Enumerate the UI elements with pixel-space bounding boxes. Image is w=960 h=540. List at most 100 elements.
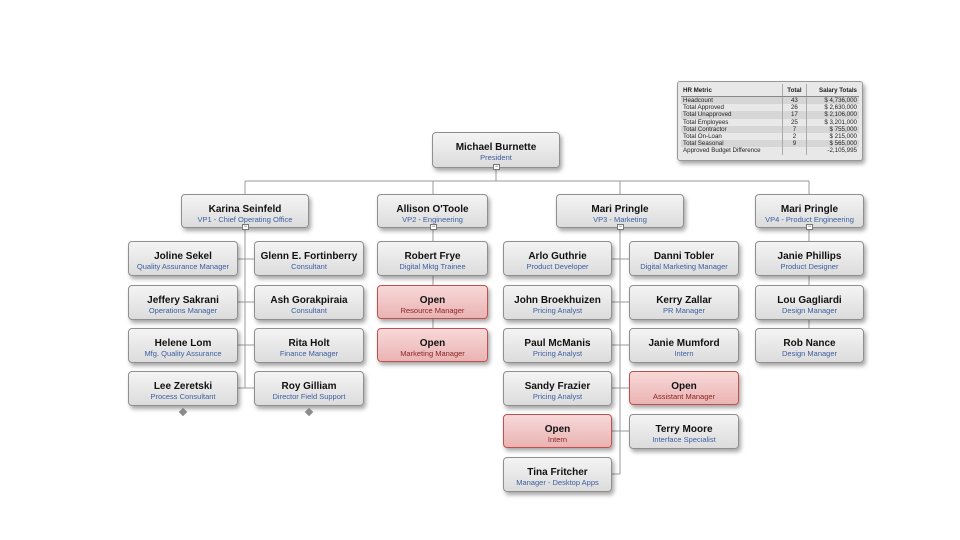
org-node-open[interactable]: Open Intern: [503, 414, 612, 448]
org-node[interactable]: Lee Zeretski Process Consultant: [128, 371, 238, 406]
node-name: Joline Sekel: [154, 251, 212, 262]
node-title: Director Field Support: [272, 392, 346, 401]
org-node[interactable]: Tina Fritcher Manager - Desktop Apps: [503, 457, 612, 492]
node-name: Open: [419, 338, 446, 349]
node-name: Glenn E. Fortinberry: [260, 251, 358, 262]
org-node-vp4[interactable]: Mari Pringle VP4 - Product Engineering: [755, 194, 864, 228]
node-title: Digital Mktg Trainee: [399, 262, 466, 271]
node-name: Mari Pringle: [591, 204, 649, 215]
node-title: Digital Marketing Manager: [640, 262, 728, 271]
node-title: PR Manager: [662, 306, 706, 315]
node-name: Allison O'Toole: [396, 204, 469, 215]
node-title: Operations Manager: [148, 306, 218, 315]
node-name: Lee Zeretski: [153, 381, 213, 392]
hr-cell: $ 2,630,000: [805, 104, 859, 112]
node-name: Helene Lom: [154, 338, 212, 349]
node-name: Danni Tobler: [653, 251, 715, 262]
org-node[interactable]: Arlo Guthrie Product Developer: [503, 241, 612, 276]
hr-cell: $ 215,000: [805, 132, 859, 141]
node-title: Pricing Analyst: [532, 306, 583, 315]
node-title: Mfg. Quality Assurance: [144, 349, 222, 358]
node-title: VP1 - Chief Operating Office: [197, 215, 293, 224]
org-node[interactable]: Rita Holt Finance Manager: [254, 328, 364, 363]
node-name: Lou Gagliardi: [777, 295, 842, 306]
org-node[interactable]: Terry Moore Interface Specialist: [629, 414, 739, 449]
node-title: Product Developer: [526, 262, 589, 271]
hr-cell: Approved Budget Difference: [683, 147, 761, 155]
node-name: Jeffery Sakrani: [147, 295, 219, 306]
collapse-toggle-icon[interactable]: −: [493, 164, 500, 170]
org-node-open[interactable]: Open Marketing Manager: [377, 328, 488, 362]
node-title: President: [480, 153, 512, 162]
node-title: VP2 - Engineering: [402, 215, 463, 224]
node-title: Assistant Manager: [652, 392, 716, 401]
hr-cell: -2,105,995: [805, 147, 859, 155]
org-node[interactable]: John Broekhuizen Pricing Analyst: [503, 285, 612, 320]
node-name: Roy Gilliam: [281, 381, 337, 392]
org-node[interactable]: Jeffery Sakrani Operations Manager: [128, 285, 238, 320]
hr-cell: Total Employees: [683, 118, 729, 126]
node-name: Rob Nance: [783, 338, 836, 349]
hr-cell: 2: [782, 132, 807, 141]
hr-cell: 43: [782, 96, 807, 105]
node-name: Michael Burnette: [455, 142, 537, 153]
org-node[interactable]: Joline Sekel Quality Assurance Manager: [128, 241, 238, 276]
org-node[interactable]: Rob Nance Design Manager: [755, 328, 864, 363]
hr-header-metric: HR Metric: [681, 84, 783, 97]
org-node[interactable]: Roy Gilliam Director Field Support: [254, 371, 364, 406]
hr-cell: 17: [782, 111, 807, 119]
hr-cell: $ 565,000: [805, 140, 859, 148]
org-node-vp2[interactable]: Allison O'Toole VP2 - Engineering: [377, 194, 488, 228]
org-node-vp1[interactable]: Karina Seinfeld VP1 - Chief Operating Of…: [181, 194, 309, 228]
node-name: Ash Gorakpiraia: [270, 295, 348, 306]
node-name: Mari Pringle: [780, 204, 839, 215]
org-node[interactable]: Lou Gagliardi Design Manager: [755, 285, 864, 320]
collapse-toggle-icon[interactable]: −: [242, 224, 249, 230]
node-name: Open: [419, 295, 446, 306]
hr-cell: Total Seasonal: [681, 140, 783, 148]
node-title: Intern: [674, 349, 694, 358]
hr-cell: Total Contractor: [681, 125, 783, 133]
node-title: Pricing Analyst: [532, 349, 583, 358]
hr-cell: 26: [782, 104, 807, 112]
org-node[interactable]: Glenn E. Fortinberry Consultant: [254, 241, 364, 276]
node-name: Terry Moore: [655, 424, 713, 435]
org-node[interactable]: Janie Phillips Product Designer: [755, 241, 864, 276]
hr-cell: 25: [782, 118, 807, 126]
org-node[interactable]: Sandy Frazier Pricing Analyst: [503, 371, 612, 406]
node-title: Process Consultant: [150, 392, 216, 401]
node-title: Consultant: [291, 306, 327, 315]
org-node[interactable]: Kerry Zallar PR Manager: [629, 285, 739, 320]
node-title: Quality Assurance Manager: [136, 262, 230, 271]
node-name: Arlo Guthrie: [528, 251, 587, 262]
node-name: Janie Phillips: [777, 251, 842, 262]
org-node-open[interactable]: Open Resource Manager: [377, 285, 488, 319]
node-name: Rita Holt: [288, 338, 330, 349]
node-name: Open: [671, 381, 697, 392]
node-title: Intern: [547, 435, 568, 444]
org-node[interactable]: Janie Mumford Intern: [629, 328, 739, 363]
org-node[interactable]: Helene Lom Mfg. Quality Assurance: [128, 328, 238, 363]
node-name: Paul McManis: [524, 338, 591, 349]
collapse-toggle-icon[interactable]: −: [806, 224, 813, 230]
org-node-open[interactable]: Open Assistant Manager: [629, 371, 739, 405]
table-row: Approved Budget Difference -2,105,995: [681, 147, 859, 155]
hr-cell: Total On-Loan: [683, 133, 722, 141]
collapse-toggle-icon[interactable]: −: [617, 224, 624, 230]
collapse-toggle-icon[interactable]: −: [430, 224, 437, 230]
org-node[interactable]: Ash Gorakpiraia Consultant: [254, 285, 364, 320]
org-node-president[interactable]: Michael Burnette President: [432, 132, 560, 168]
node-title: Manager - Desktop Apps: [516, 478, 599, 487]
org-node[interactable]: Danni Tobler Digital Marketing Manager: [629, 241, 739, 276]
org-node[interactable]: Paul McManis Pricing Analyst: [503, 328, 612, 363]
org-node[interactable]: Robert Frye Digital Mktg Trainee: [377, 241, 488, 276]
node-title: Design Manager: [781, 349, 838, 358]
org-node-vp3[interactable]: Mari Pringle VP3 - Marketing: [556, 194, 684, 228]
